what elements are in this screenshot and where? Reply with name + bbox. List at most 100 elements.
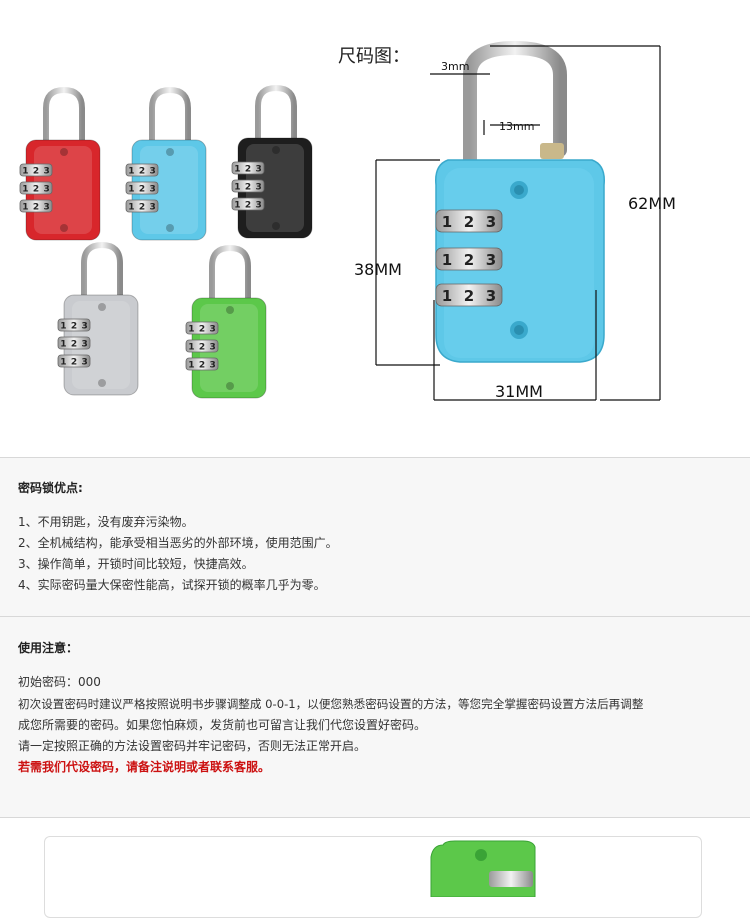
dial-digit: 1 [128, 202, 134, 212]
advantage-item: 2、全机械结构，能承受相当恶劣的外部环境，使用范围广。 [18, 536, 338, 550]
dial-digit: 3 [486, 213, 496, 231]
dial-digit: 1 [442, 213, 452, 231]
dial-digit: 3 [210, 360, 216, 370]
total-height-label: 62MM [628, 194, 676, 213]
next-product-card [44, 836, 702, 918]
divider [0, 616, 750, 617]
dial-digit: 3 [210, 324, 216, 334]
dial-digit: 2 [33, 166, 39, 176]
dial-digit: 3 [44, 166, 50, 176]
dial-digit: 1 [22, 202, 28, 212]
dial-digit: 2 [199, 360, 205, 370]
highlight-note: 若需我们代设密码，请备注说明或者联系客服。 [18, 760, 271, 774]
dial-digit: 2 [199, 324, 205, 334]
dial-digit: 2 [245, 200, 251, 210]
dial-digit: 2 [139, 166, 145, 176]
dial-digit: 1 [188, 342, 194, 352]
advantage-item: 3、操作简单，开锁时间比较短，快捷高效。 [18, 557, 254, 571]
advantages-title: 密码锁优点: [18, 481, 83, 495]
dial-digit: 3 [150, 184, 156, 194]
dial-digit: 3 [82, 357, 88, 367]
dial-digit: 2 [199, 342, 205, 352]
advantage-item: 4、实际密码量大保密性能高，试探开锁的概率几乎为零。 [18, 578, 326, 592]
dial-digit: 1 [60, 339, 66, 349]
initial-password-line: 初始密码：000 [18, 675, 101, 689]
dial-digit: 3 [82, 321, 88, 331]
dial-digit: 3 [150, 166, 156, 176]
dial-digit: 2 [33, 184, 39, 194]
dial-digit: 3 [256, 200, 262, 210]
dial-digit: 3 [486, 251, 496, 269]
dial-digit: 1 [22, 184, 28, 194]
usage-notes-title: 使用注意： [18, 641, 79, 655]
dial-digit: 1 [60, 357, 66, 367]
shackle-thickness-label: 3mm [441, 60, 470, 73]
note-line: 请一定按照正确的方法设置密码并牢记密码，否则无法正常开启。 [18, 739, 367, 753]
dial-digit: 2 [71, 357, 77, 367]
shackle-inner-label: 13mm [499, 120, 535, 133]
note-line: 成您所需要的密码。如果您怕麻烦，发货前也可留言让我们代您设置好密码。 [18, 718, 427, 732]
dial-digit: 1 [234, 164, 240, 174]
dial-digit: 1 [188, 324, 194, 334]
dial-digit: 1 [128, 166, 134, 176]
dial-digit: 2 [71, 321, 77, 331]
usage-notes-section: 使用注意： 初始密码：000 初次设置密码时建议严格按照说明书步骤调整成 0-0… [0, 617, 750, 817]
advantages-section: 密码锁优点: 1、不用钥匙，没有废弃污染物。 2、全机械结构，能承受相当恶劣的外… [0, 458, 750, 616]
dial-digit: 3 [256, 164, 262, 174]
dial-digit: 1 [60, 321, 66, 331]
dial-digit: 1 [188, 360, 194, 370]
dial-digit: 2 [245, 164, 251, 174]
body-width-label: 31MM [495, 382, 543, 401]
dial-digit: 1 [234, 182, 240, 192]
size-chart-title: 尺码图： [338, 46, 410, 67]
dial-digit: 3 [82, 339, 88, 349]
dial-digit: 2 [464, 287, 474, 305]
dial-digit: 3 [44, 202, 50, 212]
green-lock-preview [430, 840, 536, 898]
dial-digit: 2 [464, 251, 474, 269]
dial-digit: 3 [44, 184, 50, 194]
dial-digit: 1 [234, 200, 240, 210]
dial-digit: 2 [464, 213, 474, 231]
dial-digit: 3 [150, 202, 156, 212]
divider [0, 817, 750, 818]
advantage-item: 1、不用钥匙，没有废弃污染物。 [18, 515, 194, 529]
dial-digit: 2 [139, 184, 145, 194]
divider [0, 457, 750, 458]
body-height-label: 38MM [354, 260, 402, 279]
note-line: 初次设置密码时建议严格按照说明书步骤调整成 0-0-1，以便您熟悉密码设置的方法… [18, 697, 644, 711]
dial-digit: 1 [442, 287, 452, 305]
dial-digit: 1 [22, 166, 28, 176]
dial-digit: 2 [139, 202, 145, 212]
dimension-lines [375, 45, 661, 401]
dial-digit: 2 [71, 339, 77, 349]
dial-digit: 3 [210, 342, 216, 352]
dial-digit: 3 [486, 287, 496, 305]
